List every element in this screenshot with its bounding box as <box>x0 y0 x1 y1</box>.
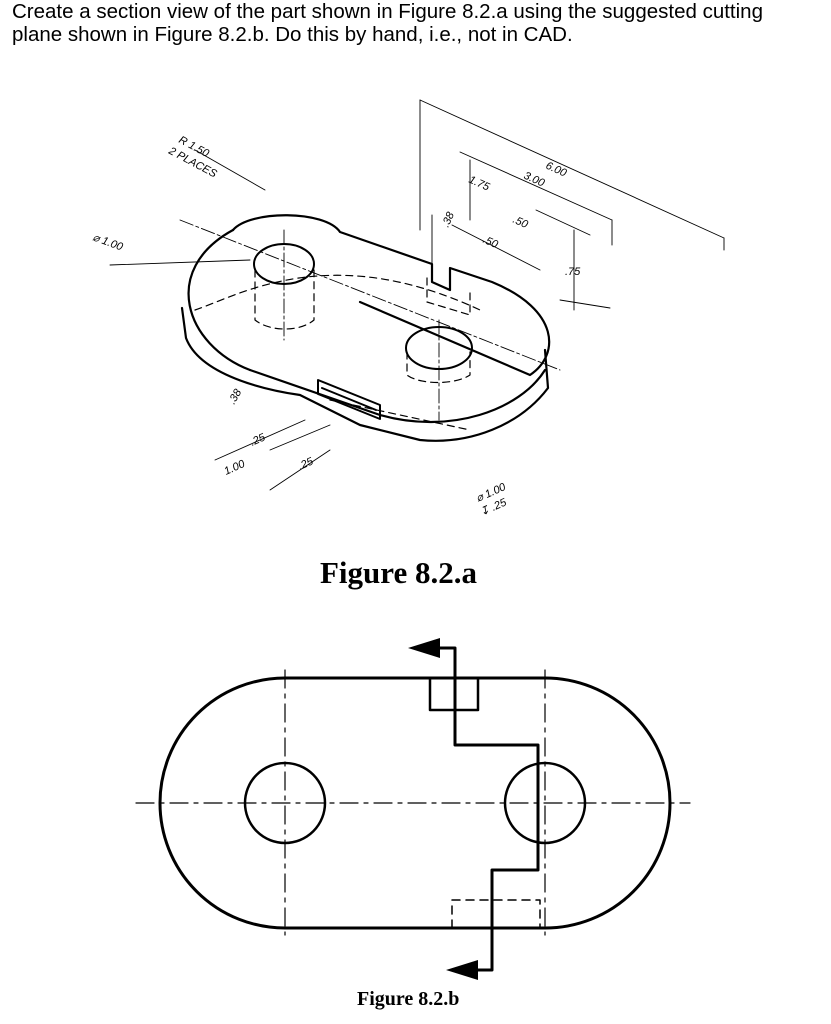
hidden-hole-left <box>254 269 315 330</box>
part-front-edge <box>248 368 547 424</box>
part-top-face-outline <box>231 214 551 377</box>
instructions-text: Create a section view of the part shown … <box>12 0 822 46</box>
dim-side-slot-depth: .38 <box>226 386 244 406</box>
hidden-bottom-edge <box>194 274 481 311</box>
instructions-line-2: plane shown in Figure 8.2.b. Do this by … <box>12 23 573 46</box>
part-side-face <box>180 306 550 442</box>
top-view-slot-bottom <box>451 899 541 929</box>
instructions-line-1: Create a section view of the part shown … <box>12 0 763 23</box>
cutting-plane-arrow-bottom <box>446 960 478 980</box>
top-view-outline <box>158 676 672 930</box>
side-slot <box>317 379 381 420</box>
cutting-plane-arrow-top <box>408 638 440 658</box>
dim-slot-pos: 1.75 <box>467 174 492 194</box>
part-top-left-arc <box>187 228 252 372</box>
hidden-slot <box>426 277 471 316</box>
dim-hole-dia: ⌀ 1.00 <box>91 232 125 254</box>
dim-thick: .75 <box>565 266 581 278</box>
figure-b-caption: Figure 8.2.b <box>357 988 460 1010</box>
cutting-plane-line <box>438 646 540 972</box>
dim-center: 3.00 <box>522 170 547 190</box>
dim-overall: 6.00 <box>544 160 569 180</box>
dim-side-slot-b: 1.00 <box>222 458 247 478</box>
hidden-bottom-right <box>329 399 471 431</box>
dim-slot-w1: .50 <box>511 214 531 232</box>
figure-a-caption: Figure 8.2.a <box>320 555 477 590</box>
dim-side-slot-c: .25 <box>296 455 316 473</box>
dim-side-slot-a: .25 <box>248 431 268 449</box>
isometric-drawing: R 1.50 2 PLACES ⌀ 1.00 6.00 3.00 1.75 .3… <box>91 99 725 519</box>
top-view-drawing <box>135 638 691 980</box>
hidden-hole-right <box>406 351 471 384</box>
